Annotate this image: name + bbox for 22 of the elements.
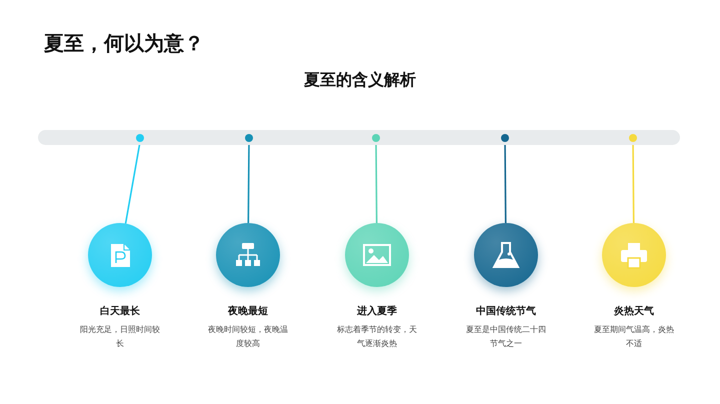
- connector-line: [248, 142, 250, 223]
- connector-line: [375, 142, 378, 223]
- timeline-dot: [245, 134, 253, 142]
- step-description: 阳光充足，日照时间较长: [79, 324, 161, 350]
- step-title: 炎热天气: [614, 304, 654, 318]
- timeline-bar: [38, 130, 680, 145]
- step-description: 夏至期间气温高，炎热不适: [593, 324, 675, 350]
- timeline-dot: [629, 134, 637, 142]
- step-title: 夜晚最短: [228, 304, 268, 318]
- step-title: 进入夏季: [357, 304, 397, 318]
- connector-line: [632, 142, 634, 223]
- step-description: 夜晚时间较短，夜晚温度较高: [207, 324, 289, 350]
- step-description: 夏至是中国传统二十四节气之一: [465, 324, 547, 350]
- connector-line: [504, 142, 506, 223]
- page-title: 夏至，何以为意？: [44, 30, 204, 57]
- step-title: 白天最长: [100, 304, 140, 318]
- step-description: 标志着季节的转变，天气逐渐炎热: [336, 324, 418, 350]
- timeline-dot: [501, 134, 509, 142]
- timeline-dot: [136, 134, 144, 142]
- step-title: 中国传统节气: [476, 304, 536, 318]
- timeline-dot: [372, 134, 380, 142]
- section-heading: 夏至的含义解析: [304, 70, 416, 89]
